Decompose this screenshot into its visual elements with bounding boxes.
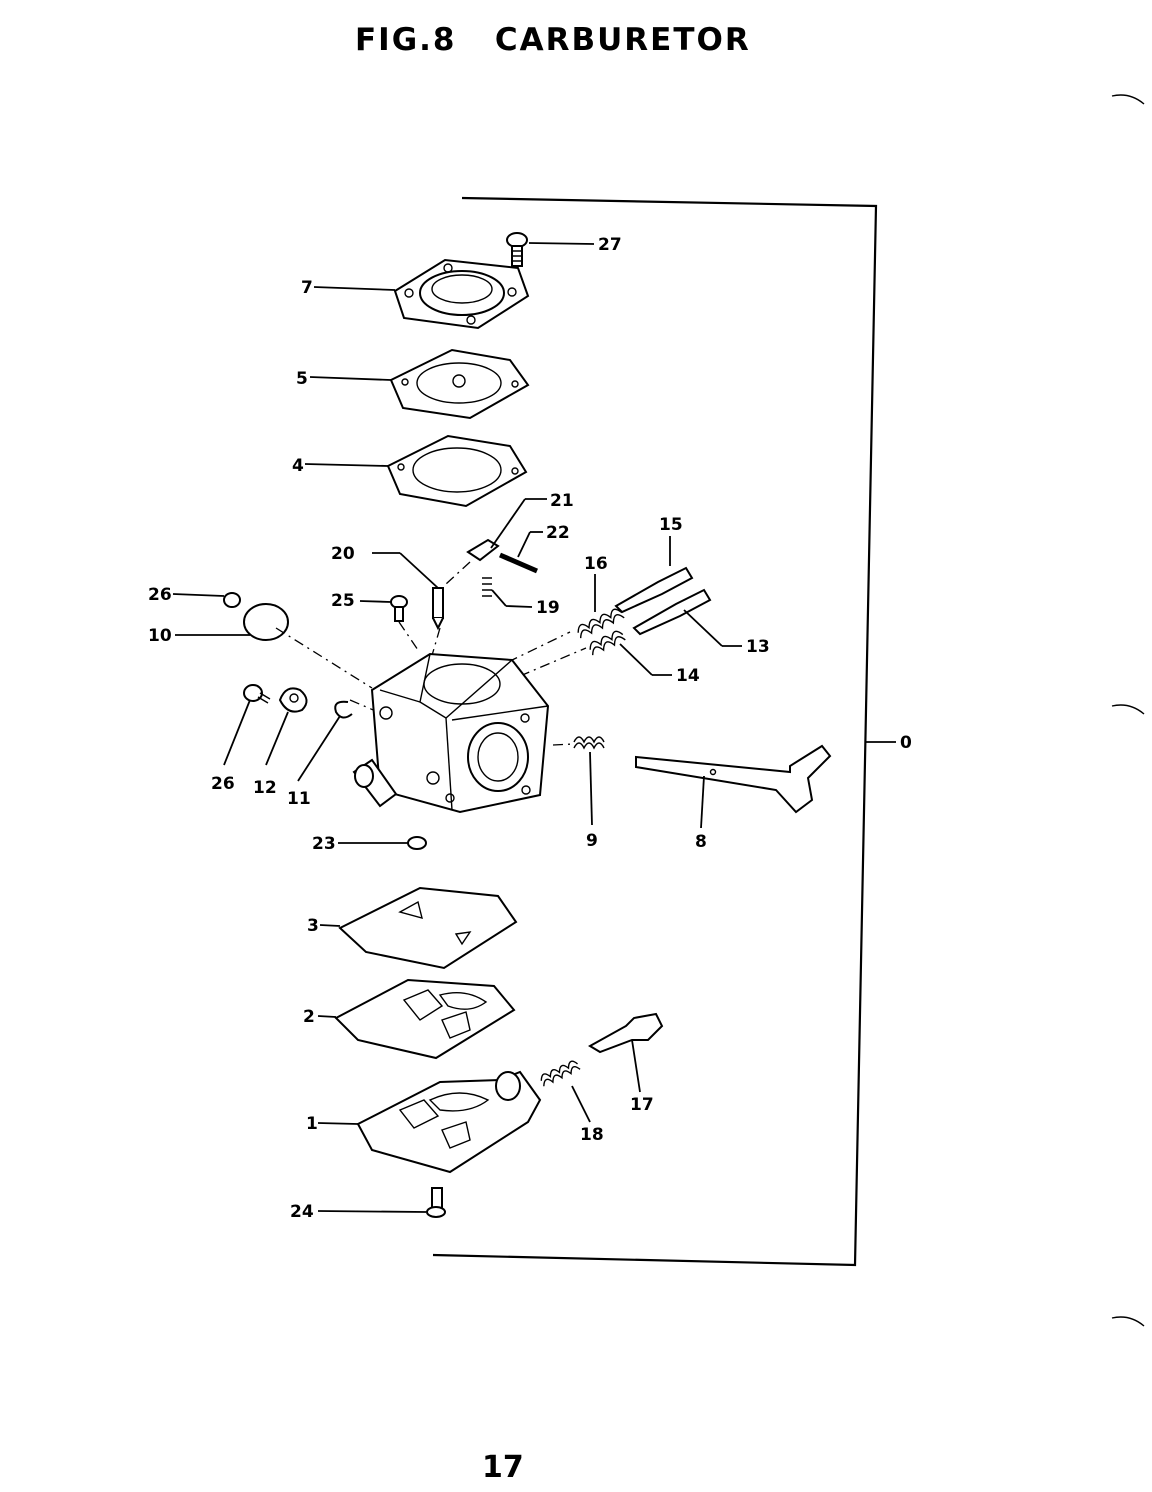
callout-15: 15 <box>659 515 683 535</box>
carburetor-body <box>352 652 550 814</box>
callout-25: 25 <box>331 591 355 611</box>
callout-11: 11 <box>287 789 311 809</box>
part-4-gasket <box>304 434 528 508</box>
part-27-screw <box>506 232 595 267</box>
part-9-return-spring <box>573 736 605 826</box>
callout-9: 9 <box>586 831 598 851</box>
callout-labels: 27 7 5 4 21 22 15 20 16 26 25 19 10 13 1… <box>148 235 912 1222</box>
part-7-pump-cover <box>313 258 530 330</box>
callout-26-upper: 26 <box>148 585 172 605</box>
callout-3: 3 <box>307 916 319 936</box>
callout-2: 2 <box>303 1007 315 1027</box>
part-21-metering-lever <box>466 498 547 562</box>
part-22-lever-pin <box>499 531 543 574</box>
part-11-clip <box>297 700 353 782</box>
part-14-spring <box>589 630 672 676</box>
callout-18: 18 <box>580 1125 604 1145</box>
callout-0: 0 <box>900 733 912 753</box>
callout-22: 22 <box>546 523 570 543</box>
callout-10: 10 <box>148 626 172 646</box>
part-24-screw <box>317 1187 446 1218</box>
part-13-adjusting-screw <box>632 588 742 647</box>
callout-20: 20 <box>331 544 355 564</box>
callout-7: 7 <box>301 278 313 298</box>
callout-26-lower: 26 <box>211 774 235 794</box>
part-5-diaphragm <box>309 348 530 420</box>
part-3-pump-gasket <box>319 886 518 970</box>
callout-24: 24 <box>290 1202 314 1222</box>
part-25-screw <box>359 595 408 622</box>
part-15-adjusting-screw <box>614 536 694 614</box>
scan-marks <box>1111 94 1145 1327</box>
callout-17: 17 <box>630 1095 654 1115</box>
assembly-bracket <box>432 196 896 1267</box>
callout-8: 8 <box>695 832 707 852</box>
part-10-throttle-plate <box>175 603 289 641</box>
callout-19: 19 <box>536 598 560 618</box>
part-20-inlet-needle <box>372 552 444 631</box>
part-17-idle-needle <box>588 1012 664 1093</box>
callout-27: 27 <box>598 235 622 255</box>
part-26-screw-lower <box>223 684 271 766</box>
callout-4: 4 <box>292 456 304 476</box>
part-1-pump-cover <box>317 1070 542 1174</box>
part-18-spring <box>540 1060 591 1123</box>
part-23-welch-plug <box>338 836 427 850</box>
callout-5: 5 <box>296 369 308 389</box>
page-number: 17 <box>482 1450 524 1485</box>
callout-23: 23 <box>312 834 336 854</box>
part-26-screw-upper <box>172 592 241 608</box>
callout-16: 16 <box>584 554 608 574</box>
callout-14: 14 <box>676 666 700 686</box>
part-2-pump-plate <box>317 978 516 1060</box>
callout-12: 12 <box>253 778 277 798</box>
assembly-axis-lines <box>275 561 587 746</box>
figure-title: FIG.8 CARBURETOR <box>355 22 751 58</box>
part-16-spring <box>577 574 625 639</box>
callout-21: 21 <box>550 491 574 511</box>
part-8-throttle-shaft <box>635 744 832 829</box>
part-12-washer <box>265 687 308 766</box>
callout-13: 13 <box>746 637 770 657</box>
part-19-lever-spring <box>482 577 533 608</box>
callout-1: 1 <box>306 1114 318 1134</box>
